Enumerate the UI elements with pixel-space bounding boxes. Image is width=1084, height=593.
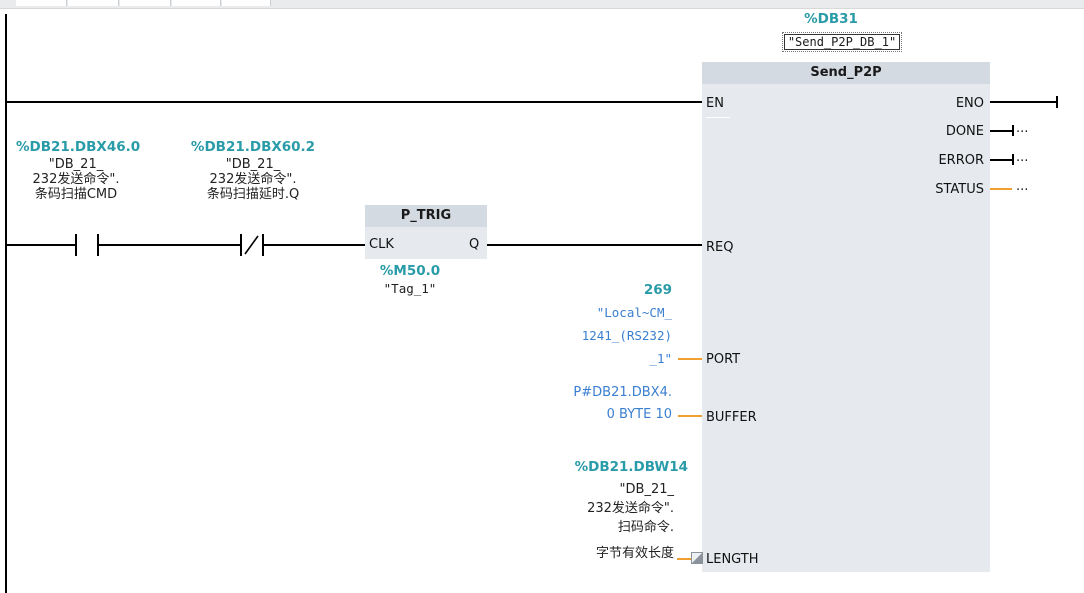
- top-toolbar-strip: [0, 0, 1084, 9]
- contact2-negation-slash: [244, 235, 259, 255]
- contact2-symbol-line3: 条码扫描延时.Q: [206, 187, 300, 202]
- power-rail: [5, 14, 7, 593]
- q-to-req-wire: [487, 244, 702, 246]
- length-symbol-line2: 232发送命令".: [587, 501, 674, 516]
- rung-wire: [97, 244, 240, 246]
- ptrig-symbol: "Tag_1": [383, 281, 437, 296]
- pin-eno: ENO: [955, 96, 984, 111]
- buffer-line1[interactable]: P#DB21.DBX4.: [573, 385, 672, 400]
- error-wire: [990, 159, 1012, 161]
- port-wire: [678, 358, 702, 360]
- buffer-line2[interactable]: 0 BYTE 10: [606, 407, 672, 422]
- length-conversion-icon: [691, 552, 703, 564]
- db-name-wrap: "Send_P2P_DB_1": [762, 32, 922, 52]
- length-address[interactable]: %DB21.DBW14: [574, 459, 688, 475]
- length-symbol-line3: 扫码命令.: [617, 520, 674, 535]
- toolbar-cell[interactable]: [172, 0, 221, 6]
- db-name[interactable]: "Send_P2P_DB_1": [781, 32, 903, 52]
- eno-wire: [990, 101, 1058, 103]
- toolbar-cell[interactable]: [120, 0, 171, 6]
- pin-done: DONE: [945, 124, 984, 139]
- send-p2p-block[interactable]: [702, 62, 990, 572]
- status-unconnected[interactable]: ...: [1016, 179, 1029, 194]
- rung-wire: [5, 244, 75, 246]
- ptrig-title: P_TRIG: [365, 205, 487, 227]
- length-symbol-line4: 字节有效长度: [595, 546, 674, 561]
- done-terminal: [1012, 125, 1014, 136]
- pin-en: EN: [706, 96, 724, 111]
- port-value[interactable]: 269: [643, 282, 672, 298]
- db-address[interactable]: %DB31: [804, 11, 858, 27]
- pin-error: ERROR: [938, 153, 984, 168]
- contact2-address[interactable]: %DB21.DBX60.2: [190, 139, 316, 155]
- port-symbol-line2: 1241_(RS232): [581, 328, 672, 343]
- pin-buffer: BUFFER: [706, 410, 757, 425]
- done-wire: [990, 130, 1012, 132]
- pin-length: LENGTH: [706, 552, 759, 567]
- length-symbol-line1: "DB_21_: [619, 482, 674, 497]
- port-symbol-line1: "Local~CM_: [596, 305, 672, 320]
- toolbar-cell[interactable]: [68, 0, 119, 6]
- ptrig-pin-clk: CLK: [369, 237, 394, 252]
- send-p2p-title: Send_P2P: [702, 62, 990, 84]
- ptrig-pin-q: Q: [469, 237, 480, 252]
- contact2-symbol-line2: 232发送命令".: [209, 172, 297, 187]
- buffer-wire: [678, 415, 702, 417]
- contact1-symbol-line1: "DB_21_: [48, 157, 104, 172]
- en-pin-underline: [706, 117, 730, 118]
- status-wire: [990, 188, 1012, 190]
- toolbar-cell[interactable]: [222, 0, 271, 6]
- rung-wire: [262, 244, 365, 246]
- pin-port: PORT: [706, 352, 741, 367]
- eno-terminal: [1056, 96, 1058, 108]
- pin-status: STATUS: [935, 182, 984, 197]
- contact1-address[interactable]: %DB21.DBX46.0: [16, 139, 141, 155]
- port-symbol-line3: _1": [649, 351, 672, 366]
- ptrig-address[interactable]: %M50.0: [379, 263, 441, 279]
- contact2-left-bar: [240, 234, 242, 256]
- contact2-symbol-line1: "DB_21_: [225, 157, 281, 172]
- en-wire: [5, 101, 702, 103]
- error-unconnected[interactable]: ...: [1016, 150, 1029, 165]
- pin-req: REQ: [706, 240, 734, 255]
- toolbar-cell[interactable]: [16, 0, 67, 6]
- contact1-symbol-line3: 条码扫描CMD: [34, 187, 118, 202]
- done-unconnected[interactable]: ...: [1016, 121, 1029, 136]
- contact1-symbol-line2: 232发送命令".: [32, 172, 120, 187]
- contact1-left-bar: [75, 234, 77, 256]
- error-terminal: [1012, 154, 1014, 165]
- length-wire: [677, 558, 691, 560]
